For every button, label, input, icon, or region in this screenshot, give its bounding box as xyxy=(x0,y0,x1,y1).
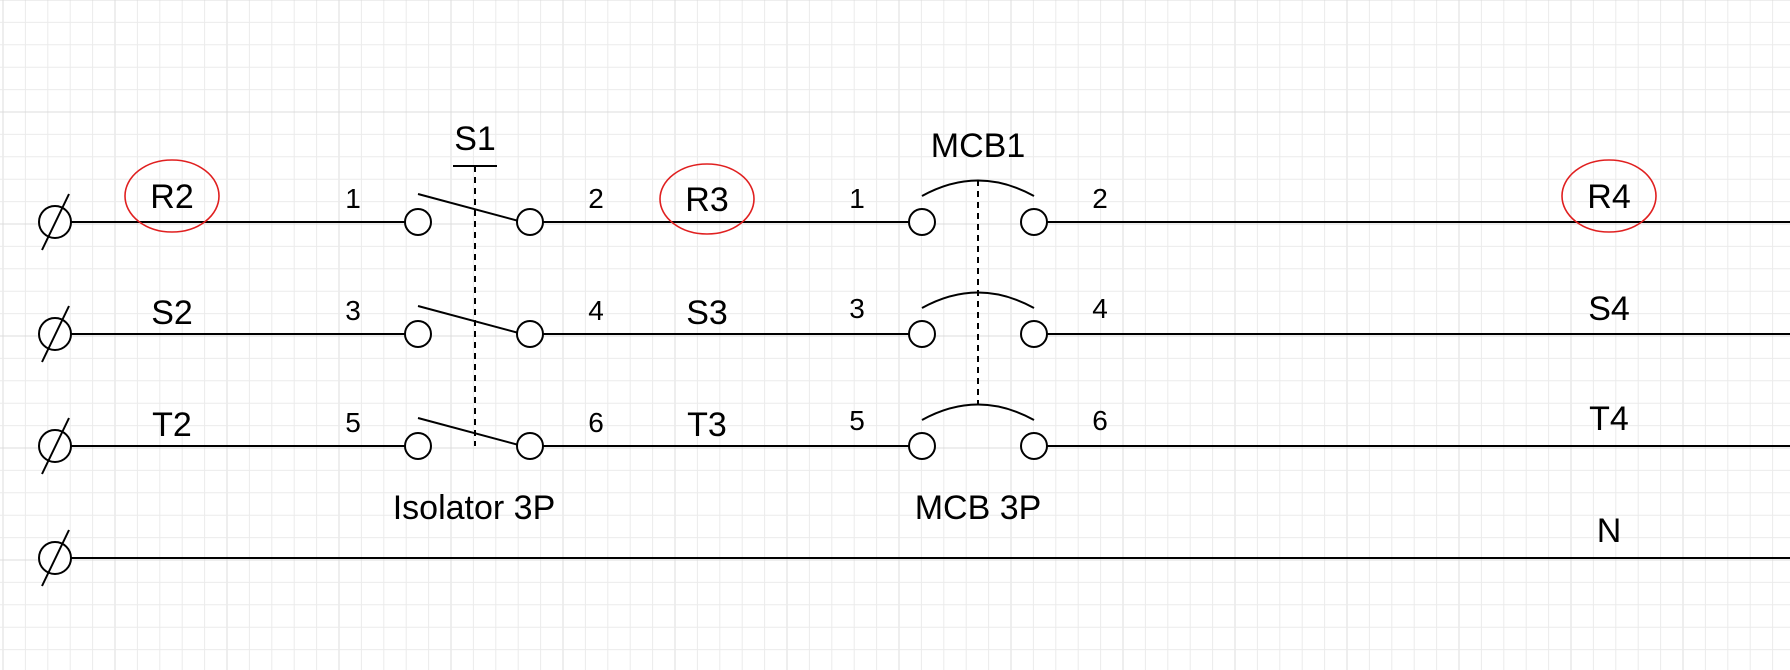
isolator-pin-2: 2 xyxy=(588,183,604,214)
mcb-pin-6: 6 xyxy=(1092,405,1108,436)
label-t2[interactable]: T2 xyxy=(152,406,192,444)
mcb-pin-1: 1 xyxy=(849,183,865,214)
mcb-caption[interactable]: MCB 3P xyxy=(915,489,1042,527)
terminal-slash-circle-icon[interactable] xyxy=(38,305,72,363)
isolator-pin-6: 6 xyxy=(588,407,604,438)
label-s3[interactable]: S3 xyxy=(686,294,728,332)
mcb-contact[interactable] xyxy=(908,432,936,460)
label-r2[interactable]: R2 xyxy=(150,178,193,216)
highlight-marks xyxy=(124,159,1657,235)
mcb-contact[interactable] xyxy=(908,320,936,348)
isolator-contact[interactable] xyxy=(404,208,432,236)
isolator-contact[interactable] xyxy=(516,208,544,236)
isolator-contact[interactable] xyxy=(404,320,432,348)
isolator-tag[interactable]: S1 xyxy=(454,120,496,158)
terminal-slash-circle-icon[interactable] xyxy=(38,193,72,251)
label-r4[interactable]: R4 xyxy=(1587,178,1630,216)
mcb-labels: MCB1 1 2 3 4 5 6 MCB 3P xyxy=(849,127,1108,527)
mcb-pin-3: 3 xyxy=(849,293,865,324)
isolator-labels: S1 1 2 3 4 5 6 Isolator 3P xyxy=(345,120,604,527)
label-r3[interactable]: R3 xyxy=(685,181,728,219)
terminal-slash-circle-icon[interactable] xyxy=(38,529,72,587)
isolator-pin-4: 4 xyxy=(588,295,604,326)
bus-wires xyxy=(55,221,1790,559)
label-n[interactable]: N xyxy=(1597,512,1622,550)
highlight-r4 xyxy=(1561,159,1657,233)
isolator-pin-5: 5 xyxy=(345,407,361,438)
isolator-pin-3: 3 xyxy=(345,295,361,326)
isolator-pin-1: 1 xyxy=(345,183,361,214)
isolator-contact[interactable] xyxy=(404,432,432,460)
label-t3[interactable]: T3 xyxy=(687,406,727,444)
mcb-contact[interactable] xyxy=(1020,432,1048,460)
isolator-contact[interactable] xyxy=(516,320,544,348)
mcb-contact[interactable] xyxy=(1020,320,1048,348)
isolator-3p-symbol[interactable] xyxy=(404,165,544,460)
isolator-contact[interactable] xyxy=(516,432,544,460)
label-t4[interactable]: T4 xyxy=(1589,400,1629,438)
label-s2[interactable]: S2 xyxy=(151,294,193,332)
mcb-pin-5: 5 xyxy=(849,405,865,436)
mcb-3p-symbol[interactable] xyxy=(908,179,1048,460)
highlight-r3 xyxy=(659,163,755,235)
mcb-pin-4: 4 xyxy=(1092,293,1108,324)
mcb-pin-2: 2 xyxy=(1092,183,1108,214)
mcb-contact[interactable] xyxy=(908,208,936,236)
wire-labels: R2 S2 T2 R3 S3 T3 R4 S4 T4 N xyxy=(150,178,1630,550)
terminal-slash-circle-icon[interactable] xyxy=(38,417,72,475)
mcb-contact[interactable] xyxy=(1020,208,1048,236)
label-s4[interactable]: S4 xyxy=(1588,290,1630,328)
highlight-r2 xyxy=(124,159,220,233)
mcb-tag[interactable]: MCB1 xyxy=(931,127,1025,165)
isolator-caption[interactable]: Isolator 3P xyxy=(393,489,556,527)
terminals xyxy=(38,193,72,587)
